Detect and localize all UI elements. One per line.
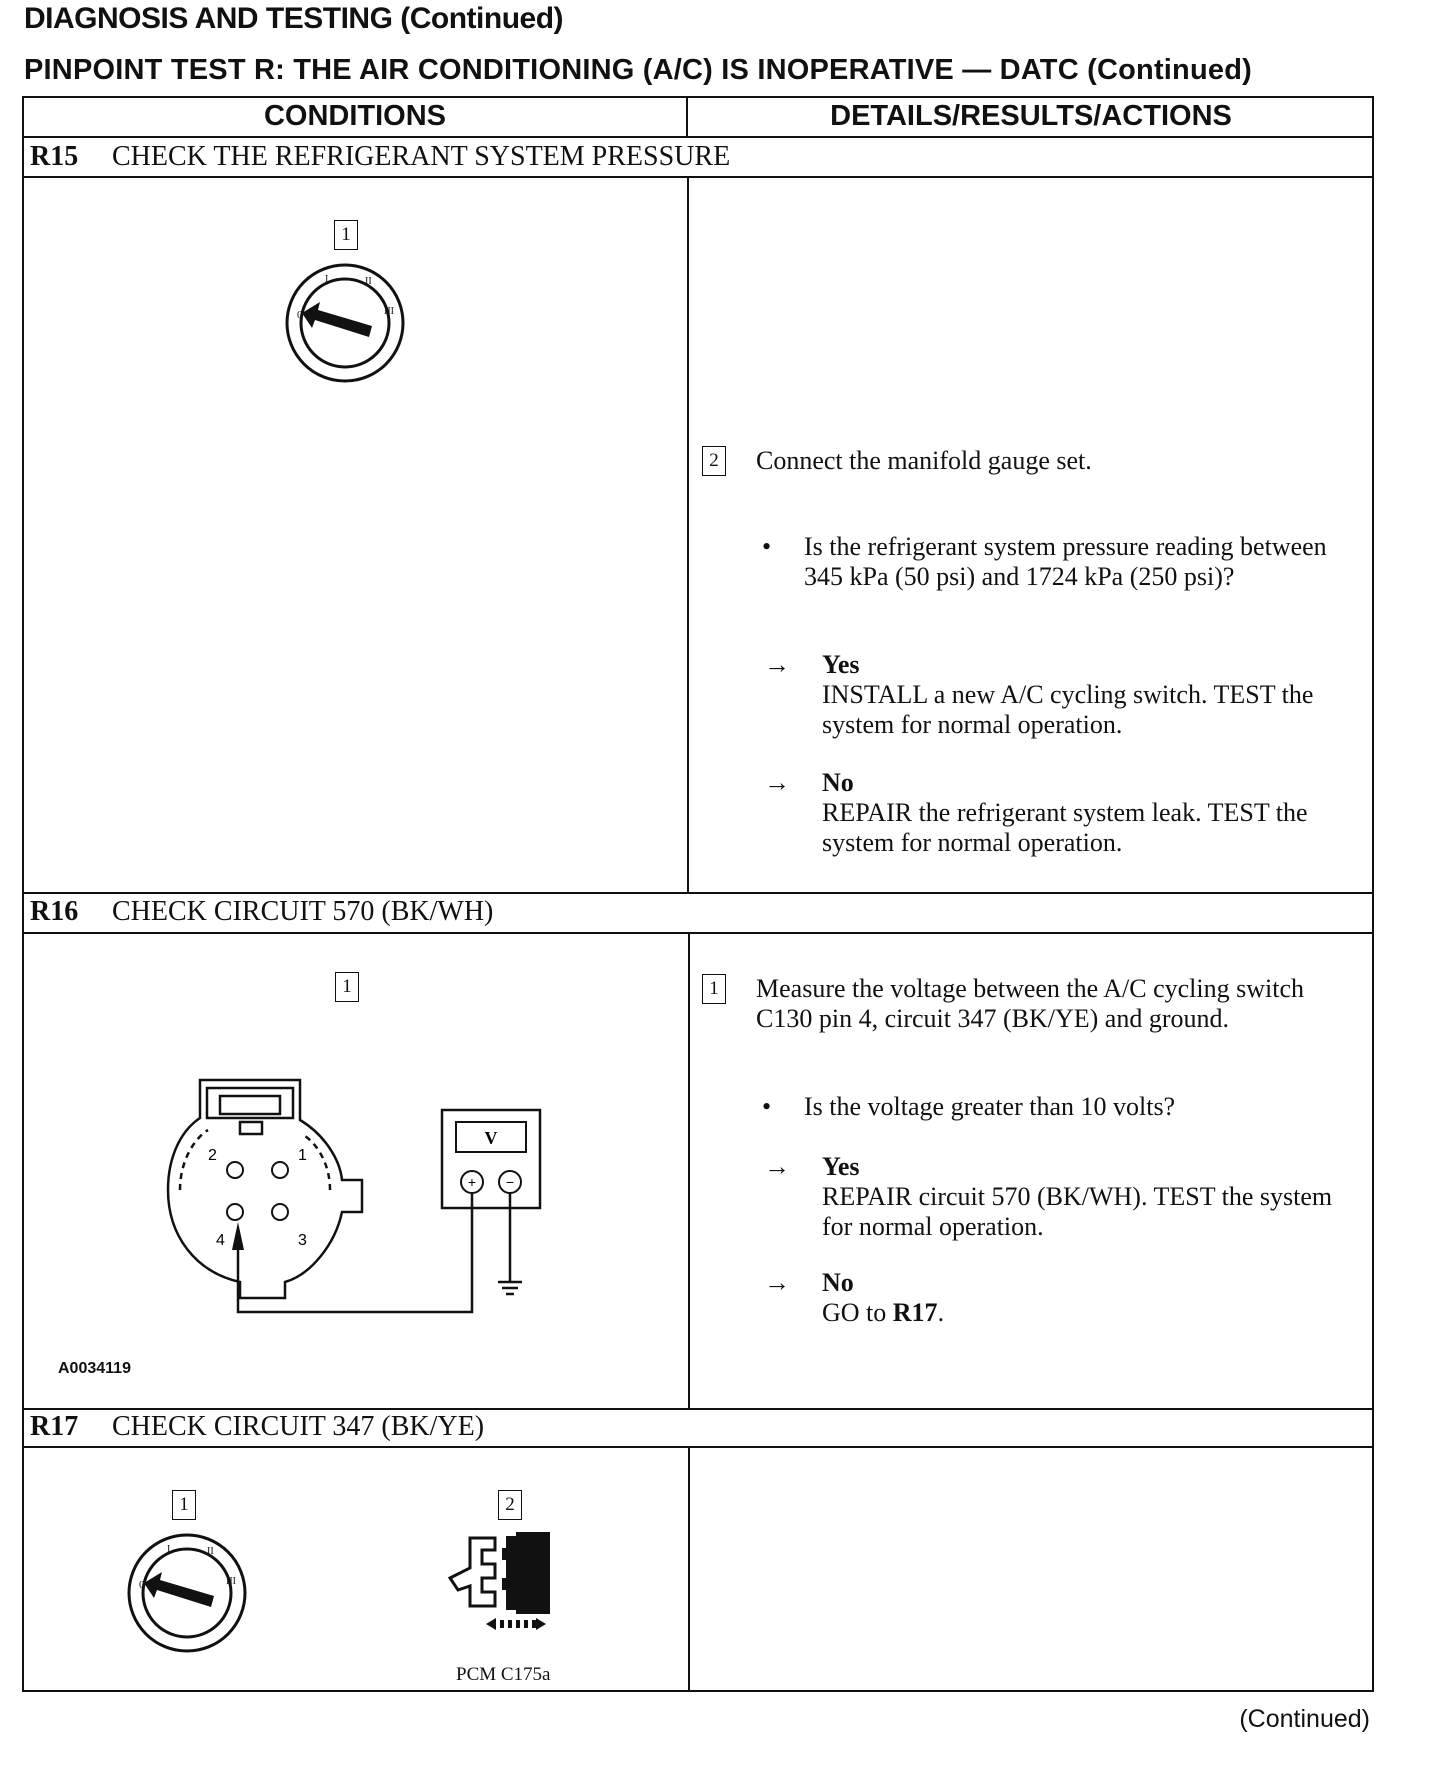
column-header-details: DETAILS/RESULTS/ACTIONS [830,100,1232,132]
pinpoint-test-title: PINPOINT TEST R: THE AIR CONDITIONING (A… [24,54,1252,86]
pin-label-2: 2 [208,1147,217,1164]
r15-header-divider [22,176,1374,178]
step-header-r17: R17 CHECK CIRCUIT 347 (BK/YE) [30,1411,484,1443]
pcm-connector-label: PCM C175a [456,1664,551,1685]
ground-symbol-icon [498,1280,522,1296]
step-id-r17: R17 [30,1411,79,1442]
r16-no-prefix: GO to [822,1298,893,1327]
pin-label-3: 3 [298,1232,307,1249]
table-header-divider [22,136,1374,138]
r16-header-divider [22,932,1374,934]
ignition-switch-off-icon: 0 I II III [127,1533,247,1653]
step-title-r17: CHECK CIRCUIT 347 (BK/YE) [112,1411,485,1442]
r16-no-suffix: . [937,1298,945,1327]
r15-no-text: REPAIR the refrigerant system leak. TEST… [822,798,1308,857]
ignition-mark-iii: III [384,306,394,317]
r16-question: Is the voltage greater than 10 volts? [804,1092,1176,1121]
ignition-mark-iii: III [226,1576,236,1587]
column-header-conditions: CONDITIONS [263,100,447,132]
meter-plus-terminal: + [468,1174,476,1190]
ac-cycling-switch-connector [166,1078,364,1300]
column-divider-r16 [688,932,690,1410]
page-title: DIAGNOSIS AND TESTING (Continued) [24,2,564,35]
r17-illustration-step-number-2: 2 [498,1490,522,1520]
r16-action-step-number: 1 [702,974,726,1004]
r17-header-divider [22,1446,1374,1448]
voltmeter-connector-diagram: 2 1 4 3 V + − [166,1078,542,1314]
test-probe-icon [232,1222,244,1250]
ignition-mark-i: I [325,274,328,285]
r16-no-label: No [822,1268,854,1297]
r15-action-step-number: 2 [702,446,726,476]
step-id-r15: R15 [30,141,79,172]
ignition-mark-0: 0 [139,1579,145,1591]
r15-yes-text: INSTALL a new A/C cycling switch. TEST t… [822,680,1314,739]
r16-question-bullet: • [762,1092,772,1121]
r17-top-divider [22,1408,1374,1410]
r16-yes-text: REPAIR circuit 570 (BK/WH). TEST the sys… [822,1182,1333,1241]
r15-yes-label: Yes [822,650,860,679]
step-title-r15: CHECK THE REFRIGERANT SYSTEM PRESSURE [112,141,731,172]
r15-illustration-step-number: 1 [334,220,358,250]
step-id-r16: R16 [30,896,79,927]
r16-yes-arrow-icon: → [764,1152,790,1181]
r16-no-arrow-icon: → [764,1268,790,1297]
figure-code: A0034119 [58,1360,131,1377]
r15-yes-arrow-icon: → [764,650,790,679]
column-divider-r15 [687,176,689,894]
step-header-r16: R16 CHECK CIRCUIT 570 (BK/WH) [30,896,493,928]
r15-no-arrow-icon: → [764,768,790,797]
ignition-mark-i: I [167,1544,170,1555]
pinpoint-table [22,96,1374,1692]
r16-action-text: Measure the voltage between the A/C cycl… [756,974,1305,1033]
ignition-mark-0: 0 [297,309,303,321]
continued-footer: (Continued) [1239,1705,1370,1733]
step-header-r15: R15 CHECK THE REFRIGERANT SYSTEM PRESSURE [30,141,730,173]
voltmeter-icon: V + − [440,1108,542,1210]
meter-minus-terminal: − [506,1174,514,1190]
positive-lead [236,1210,474,1314]
r16-top-divider [22,892,1374,894]
pin-label-4: 4 [216,1232,225,1249]
r16-illustration-step-number: 1 [335,972,359,1002]
meter-display-label: V [485,1128,498,1148]
r17-illustration-step-number-1: 1 [172,1490,196,1520]
r15-question: Is the refrigerant system pressure readi… [804,532,1327,591]
r16-no-goto-step: R17 [892,1298,938,1327]
r15-question-bullet: • [762,532,772,561]
r15-no-label: No [822,768,854,797]
column-divider-r17 [688,1446,690,1692]
ignition-mark-ii: II [207,1546,214,1557]
step-title-r16: CHECK CIRCUIT 570 (BK/WH) [112,896,494,927]
column-divider-header [686,96,688,138]
disconnect-connector-icon [447,1532,550,1630]
r15-action-text: Connect the manifold gauge set. [756,446,1092,475]
ignition-mark-ii: II [365,276,372,287]
r16-yes-label: Yes [822,1152,860,1181]
pin-label-1: 1 [298,1147,307,1164]
ignition-switch-off-icon: 0 I II III [285,263,405,383]
